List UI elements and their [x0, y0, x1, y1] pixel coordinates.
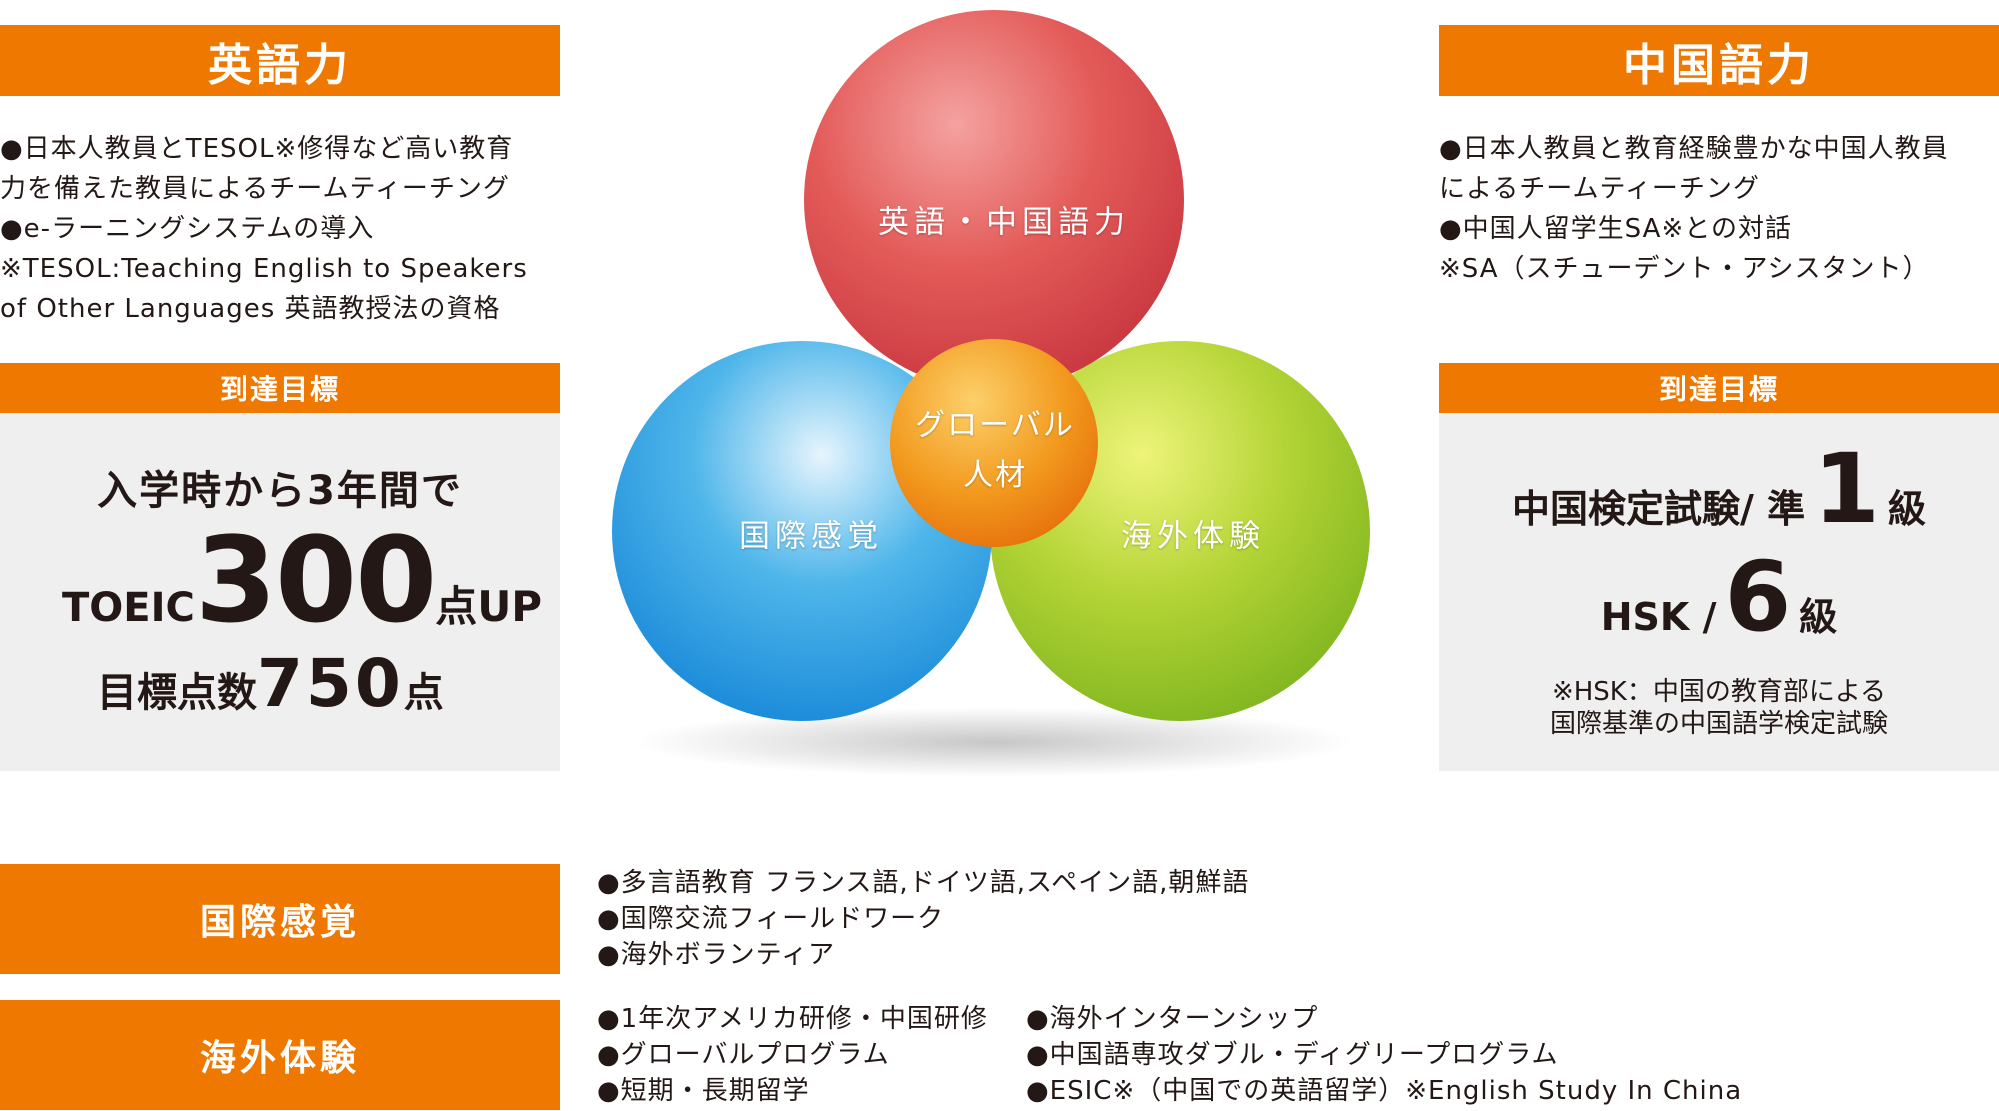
toeic-number: 300	[194, 511, 437, 649]
toeic-goal: TOEIC300点UP	[62, 521, 542, 639]
kaigai-item: ●グローバルプログラム	[597, 1040, 890, 1070]
kokusai-list: ●多言語教育 フランス語,ドイツ語,スペイン語,朝鮮語 ●国際交流フィールドワー…	[597, 865, 1249, 973]
target-score: 目標点数750点	[97, 645, 517, 722]
english-goal-panel: 入学時から3年間で TOEIC300点UP 目標点数750点	[0, 413, 560, 771]
target-prefix: 目標点数	[97, 670, 257, 716]
hsk-note-1: ※HSK：中国の教育部による	[1551, 677, 1887, 707]
venn-diagram	[612, 10, 1370, 777]
chinese-description: ●日本人教員と教育経験豊かな中国人教員 によるチームティーチング ●中国人留学生…	[1439, 129, 1999, 289]
english-line: ※TESOL:Teaching English to Speakers	[0, 254, 528, 284]
kokusai-title: 国際感覚	[199, 902, 360, 943]
kaigai-item: ●中国語専攻ダブル・ディグリープログラム	[1026, 1040, 1559, 1070]
english-line: of Other Languages 英語教授法の資格	[0, 294, 501, 324]
chinese-line: ●日本人教員と教育経験豊かな中国人教員	[1439, 134, 1949, 164]
venn-label-top: 英語・中国語力	[878, 204, 1130, 241]
kaigai-banner: 海外体験	[0, 1000, 560, 1110]
hsk-note-2: 国際基準の中国語学検定試験	[1549, 709, 1888, 739]
venn-circle-top	[804, 10, 1184, 390]
venn-label-right: 海外体験	[1121, 518, 1265, 555]
english-goal-banner: 到達目標	[0, 363, 560, 413]
english-title-banner: 英語力	[0, 25, 560, 96]
kokusai-item: ●多言語教育 フランス語,ドイツ語,スペイン語,朝鮮語	[597, 868, 1250, 898]
target-number: 750	[257, 645, 404, 722]
kaigai-title: 海外体験	[199, 1038, 360, 1079]
kaigai-list-1: ●1年次アメリカ研修・中国研修 ●グローバルプログラム ●短期・長期留学	[597, 1001, 988, 1109]
venn-center-circle	[890, 339, 1098, 547]
kaigai-item: ●短期・長期留学	[597, 1076, 810, 1106]
kokusai-item: ●海外ボランティア	[597, 940, 836, 970]
kentei-suffix: 級	[1887, 487, 1926, 531]
kaigai-item: ●1年次アメリカ研修・中国研修	[597, 1004, 988, 1034]
chinese-goal-label: 到達目標	[1658, 373, 1779, 406]
english-goal-label: 到達目標	[219, 373, 340, 406]
kaigai-item: ●海外インターンシップ	[1026, 1004, 1319, 1034]
chinese-line: ●中国人留学生SA※との対話	[1439, 214, 1792, 244]
english-line: 力を備えた教員によるチームティーチング	[0, 174, 510, 204]
kaigai-item: ●ESIC※（中国での英語留学）※English Study In China	[1026, 1076, 1743, 1106]
english-goal-line1: 入学時から3年間で	[97, 468, 463, 514]
kokusai-banner: 国際感覚	[0, 864, 560, 974]
target-suffix: 点	[403, 670, 444, 716]
venn-shadow	[634, 707, 1354, 777]
english-title: 英語力	[208, 39, 352, 91]
kentei-prefix: 中国検定試験/ 準	[1512, 487, 1806, 531]
toeic-prefix: TOEIC	[62, 585, 195, 631]
english-line: ●e-ラーニングシステムの導入	[0, 214, 375, 244]
kentei-number: 1	[1813, 433, 1880, 545]
venn-label-center-2: 人材	[963, 458, 1027, 493]
chinese-title-banner: 中国語力	[1439, 25, 1999, 96]
venn-label-center-1: グローバル	[915, 408, 1075, 443]
chinese-goal-banner: 到達目標	[1439, 363, 1999, 413]
chinese-line: ※SA（スチューデント・アシスタント）	[1439, 254, 1930, 284]
hsk-number: 6	[1724, 541, 1792, 653]
kaigai-list-2: ●海外インターンシップ ●中国語専攻ダブル・ディグリープログラム ●ESIC※（…	[1026, 1001, 1742, 1109]
hsk-suffix: 級	[1799, 595, 1838, 639]
english-line: ●日本人教員とTESOL※修得など高い教育	[0, 134, 514, 164]
kokusai-item: ●国際交流フィールドワーク	[597, 904, 945, 934]
toeic-suffix: 点UP	[435, 582, 543, 631]
venn-label-left: 国際感覚	[739, 518, 883, 555]
chinese-title: 中国語力	[1623, 39, 1815, 91]
english-description: ●日本人教員とTESOL※修得など高い教育 力を備えた教員によるチームティーチン…	[0, 129, 570, 329]
hsk-prefix: HSK /	[1600, 595, 1717, 639]
chinese-line: によるチームティーチング	[1439, 174, 1760, 204]
